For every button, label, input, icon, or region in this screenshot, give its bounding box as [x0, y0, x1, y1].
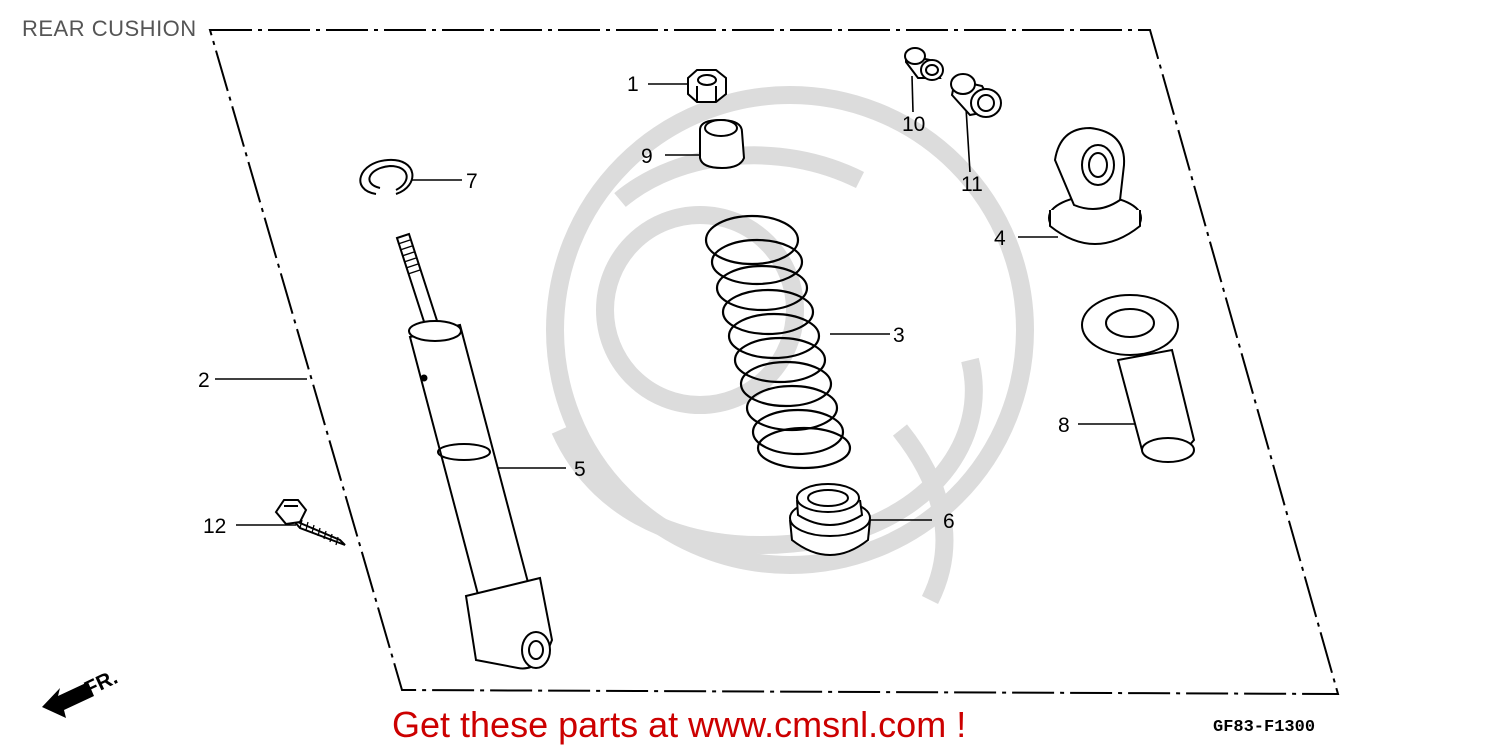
diagram-code: GF83-F1300: [1213, 718, 1316, 737]
part-7-circlip: [359, 158, 414, 195]
part-3-spring: [704, 214, 852, 470]
part-10-collar: [904, 47, 944, 81]
callout-8: 8: [1058, 414, 1070, 437]
part-8-dust-boot: [1081, 294, 1196, 463]
promo-link-text[interactable]: Get these parts at www.cmsnl.com !: [392, 704, 967, 745]
part-1-nut: [687, 69, 727, 103]
callout-6: 6: [943, 510, 955, 533]
callout-1: 1: [627, 73, 639, 96]
callout-11: 11: [961, 173, 983, 196]
callout-3: 3: [893, 324, 905, 347]
callout-labels: 1 2 3 4 5 6 7 8 9 10 11 12: [198, 73, 1070, 538]
callout-12: 12: [203, 515, 226, 538]
part-5-damper: [395, 232, 554, 670]
front-direction-arrow: FR.: [42, 666, 121, 718]
part-4-upper-joint: [1048, 126, 1142, 245]
part-9-rubber-bush: [699, 118, 746, 170]
part-6-spring-seat: [789, 483, 871, 556]
leader-lines: [215, 75, 1138, 526]
page-title: REAR CUSHION: [22, 16, 197, 41]
diagram-frame: [208, 29, 1340, 696]
callout-4: 4: [994, 227, 1006, 250]
callout-2: 2: [198, 369, 210, 392]
part-12-bolt: [274, 499, 346, 546]
callout-7: 7: [466, 170, 478, 193]
part-11-collar: [950, 73, 1002, 118]
callout-10: 10: [902, 113, 925, 136]
callout-5: 5: [574, 458, 586, 481]
callout-9: 9: [641, 145, 653, 168]
